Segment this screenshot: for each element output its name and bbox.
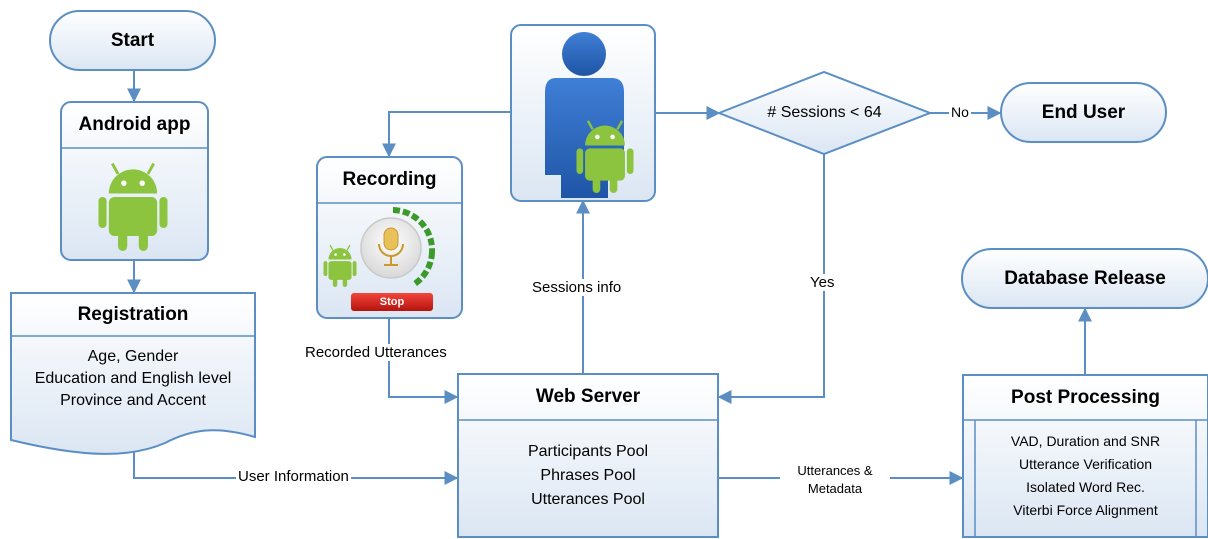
end-user-label: End User: [1041, 101, 1126, 123]
post-processing-steps: VAD, Duration and SNR Utterance Verifica…: [975, 428, 1196, 524]
web-server-pools: Participants Pool Phrases Pool Utterance…: [458, 436, 718, 516]
web-server-line: Phrases Pool: [540, 467, 636, 484]
edge-label-recorded-utterances: Recorded Utterances: [303, 344, 449, 361]
sessions-decision: [716, 70, 933, 156]
post-processing-line: Viterbi Force Alignment: [1013, 502, 1158, 518]
edge-label-line: Utterances &: [797, 463, 873, 478]
post-processing-line: Isolated Word Rec.: [1026, 479, 1145, 495]
android-app-title: Android app: [78, 114, 191, 135]
recording-level-ring: [392, 207, 436, 288]
stop-button: Stop: [351, 293, 433, 311]
post-processing-line: Utterance Verification: [1018, 456, 1153, 472]
edge-yes: [717, 154, 825, 404]
web-server-title: Web Server: [535, 386, 641, 407]
post-processing-title: Post Processing: [1011, 386, 1160, 408]
edge-label-sessions-info: Sessions info: [530, 279, 624, 296]
post-processing-box: [962, 374, 1208, 538]
edge-user-recording: [382, 111, 511, 158]
registration-title: Registration: [77, 303, 189, 325]
recording-title: Recording: [342, 169, 437, 190]
edge-label-line: Metadata: [807, 481, 863, 496]
registration-box: [10, 292, 256, 455]
database-release-label: Database Release: [1004, 267, 1166, 289]
user-session-box: [510, 24, 656, 202]
android-app-box: [60, 101, 209, 261]
web-server-line: Utterances Pool: [531, 491, 645, 508]
start-terminal: [49, 10, 216, 71]
microphone-icon: [360, 217, 422, 279]
start-label: Start: [110, 29, 155, 51]
web-server-box: [457, 373, 719, 538]
edge-label-user-information: User Information: [236, 468, 351, 485]
decision-label: # Sessions < 64: [767, 104, 882, 121]
post-processing-line: VAD, Duration and SNR: [1010, 433, 1161, 449]
registration-line: Age, Gender: [87, 348, 179, 365]
database-release-terminal: [961, 248, 1208, 309]
edge-label-yes: Yes: [808, 274, 837, 291]
edge-label-no: No: [949, 104, 971, 120]
registration-line: Education and English level: [34, 370, 232, 387]
edge-label-utterances-metadata: Utterances & Metadata: [780, 458, 890, 502]
registration-details: Age, Gender Education and English level …: [11, 344, 255, 414]
web-server-line: Participants Pool: [527, 443, 649, 460]
end-user-terminal: [1000, 82, 1167, 143]
registration-line: Province and Accent: [60, 392, 206, 409]
recording-box: [316, 156, 463, 319]
